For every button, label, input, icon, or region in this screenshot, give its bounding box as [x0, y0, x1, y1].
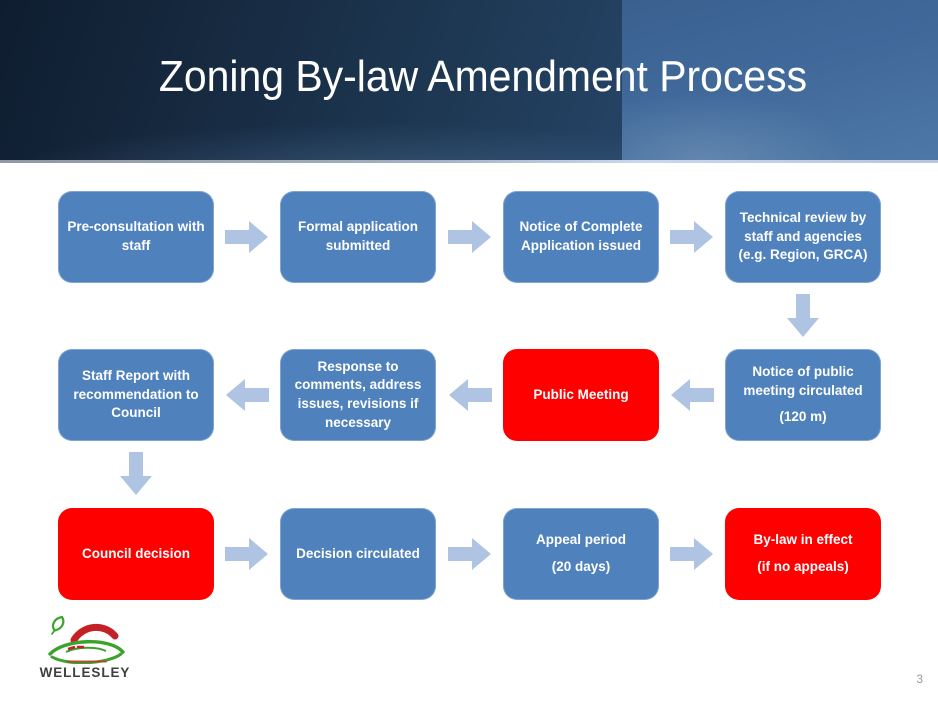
flowchart: Pre-consultation with staff Formal applic…: [0, 163, 938, 703]
flow-box-text: Response to comments, address issues, re…: [294, 358, 422, 430]
flow-box-council-decision: Council decision: [58, 508, 214, 600]
logo-green-inner-curve: [65, 646, 107, 653]
header-accent-band: [622, 0, 938, 160]
flow-box-appeal-period: Appeal period (20 days): [503, 508, 659, 600]
flow-box-text: Formal application submitted: [297, 219, 419, 253]
logo-green-swoosh-bottom: [50, 652, 123, 664]
leaf-icon: [51, 615, 65, 632]
flow-box-text: (20 days): [551, 559, 611, 574]
flow-box-text: Pre-consultation with staff: [67, 219, 205, 253]
township-logo-icon: [48, 615, 125, 664]
arrow-down-icon: [787, 294, 819, 337]
page-number: 3: [916, 672, 923, 686]
logo-red-arc: [70, 624, 119, 644]
flow-box-text: Council decision: [81, 545, 190, 561]
flow-box-response-to-comments: Response to comments, address issues, re…: [280, 349, 436, 441]
arrow-left-icon: [226, 379, 269, 411]
logo-tagline-mark: [67, 660, 107, 663]
leaf-stem: [50, 629, 56, 636]
flow-box-text: (if no appeals): [757, 559, 849, 574]
arrow-right-icon: [225, 538, 268, 570]
flow-box-decision-circulated: Decision circulated: [280, 508, 436, 600]
flow-box-text: Decision circulated: [296, 545, 420, 561]
flow-box-text: Technical review by staff and agencies (…: [738, 210, 868, 263]
flow-box-public-meeting: Public Meeting: [503, 349, 659, 441]
arrow-right-icon: [670, 221, 713, 253]
slide-header: Zoning By-law Amendment Process: [0, 0, 938, 160]
flow-box-bylaw-in-effect: By-law in effect (if no appeals): [725, 508, 881, 600]
township-logo: WELLESLEY: [36, 614, 138, 679]
arrow-right-icon: [447, 538, 491, 570]
flow-box-text: Public Meeting: [533, 386, 629, 402]
header-divider: [0, 160, 938, 163]
arrow-left-icon: [448, 379, 492, 411]
logo-small-red-marks: [67, 645, 84, 651]
flow-box-notice-public-meeting: Notice of public meeting circulated (120 …: [725, 349, 881, 441]
flow-box-notice-complete-application: Notice of Complete Application issued: [503, 191, 659, 283]
flow-box-text: By-law in effect: [753, 532, 853, 548]
flow-box-text: Appeal period: [535, 532, 626, 548]
arrow-right-icon: [225, 221, 268, 253]
flow-box-staff-report: Staff Report with recommendation to Coun…: [58, 349, 214, 441]
arrow-right-icon: [447, 221, 491, 253]
flow-box-formal-application: Formal application submitted: [280, 191, 436, 283]
flow-box-technical-review: Technical review by staff and agencies (…: [725, 191, 881, 283]
flow-box-pre-consultation: Pre-consultation with staff: [58, 191, 214, 283]
arrow-left-icon: [671, 379, 714, 411]
arrow-right-icon: [670, 538, 713, 570]
flow-box-text: Staff Report with recommendation to Coun…: [73, 368, 199, 421]
flow-box-text: Notice of Complete Application issued: [519, 219, 643, 253]
logo-green-swoosh-top: [48, 640, 125, 656]
flow-box-text: Notice of public meeting circulated: [743, 364, 863, 398]
flow-box-text: (120 m): [779, 409, 827, 425]
logo-wordmark: WELLESLEY: [39, 664, 131, 680]
slide-title: Zoning By-law Amendment Process: [158, 52, 808, 101]
arrow-down-icon: [120, 452, 152, 495]
